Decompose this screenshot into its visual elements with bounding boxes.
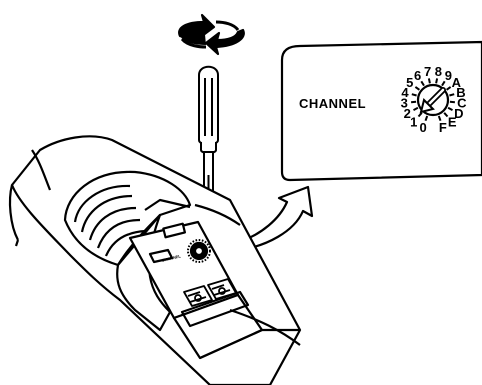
dial-digit-f: F — [439, 120, 447, 135]
rotary-dial — [418, 85, 448, 115]
screwdriver-icon — [199, 67, 218, 197]
dial-tick — [411, 102, 416, 103]
rotate-arrows-icon — [179, 15, 244, 54]
dial-digit-6: 6 — [414, 68, 421, 83]
dial-tick — [450, 102, 455, 103]
dial-digit-1: 1 — [410, 114, 417, 129]
dial-digit-0: 0 — [419, 120, 426, 135]
channel-callout: CHANNEL — [282, 42, 482, 180]
dial-digit-e: E — [448, 114, 457, 129]
dial-tick — [412, 94, 417, 95]
dial-tick — [436, 78, 437, 83]
dial-tick — [449, 94, 454, 95]
channel-label: CHANNEL — [299, 96, 366, 111]
dial-tick — [429, 78, 430, 83]
microphone-body: CHANNEL — [10, 136, 300, 385]
dial-digit-7: 7 — [424, 64, 431, 79]
dial-digit-5: 5 — [406, 75, 413, 90]
dial-digit-8: 8 — [435, 64, 442, 79]
